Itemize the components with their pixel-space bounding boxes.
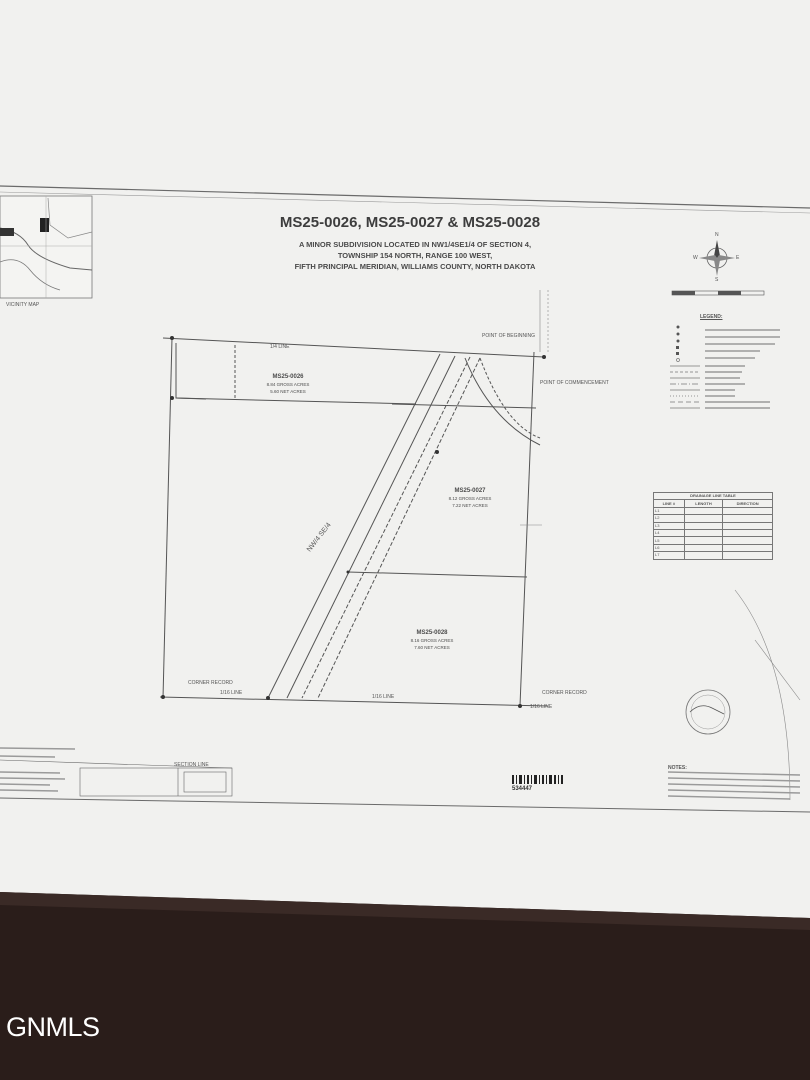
notes-heading: NOTES: — [668, 765, 687, 771]
parcel-boundaries — [159, 337, 549, 707]
table-cell — [683, 521, 724, 530]
table-cell: L4 — [653, 528, 685, 538]
lot-26-gross: 8.84 GROSS ACRES — [266, 382, 310, 387]
table-row: L7 — [653, 551, 773, 560]
table-row: L2 — [653, 514, 773, 523]
plat-subtitle-line-1: A MINOR SUBDIVISION LOCATED IN NW1/4SE1/… — [298, 240, 532, 249]
lot-28-gross: 8.16 GROSS ACRES — [410, 638, 454, 643]
corner-record-label-west: CORNER RECORD — [188, 680, 233, 686]
table-cell: L7 — [653, 551, 685, 560]
lot-28-label: MS25-0028 8.16 GROSS ACRES 7.60 NET ACRE… — [402, 630, 462, 651]
section-line-label: SECTION LINE — [174, 762, 209, 768]
north-arrow — [699, 240, 735, 276]
quarter-line-label: 1/4 LINE — [270, 344, 290, 350]
lot-27-name: MS25-0027 — [454, 488, 486, 494]
table-cell — [722, 514, 773, 523]
barcode — [512, 775, 563, 784]
table-row: L5 — [653, 536, 773, 545]
table-cell — [683, 543, 724, 553]
gnmls-watermark: GNMLS — [6, 1012, 100, 1042]
table-cell — [722, 536, 773, 545]
vicinity-map — [0, 195, 93, 299]
table-cell: L6 — [653, 543, 685, 553]
scale-bar — [671, 290, 765, 296]
table-surface — [0, 892, 810, 1080]
lot-27-label: MS25-0027 8.12 GROSS ACRES 7.22 NET ACRE… — [440, 488, 500, 509]
drainage-header-length: LENGTH — [683, 499, 724, 508]
point-of-beginning-label: POINT OF BEGINNING — [482, 333, 535, 339]
document-number: 534447 — [512, 786, 533, 792]
plat-subtitle-line-2: TOWNSHIP 154 NORTH, RANGE 100 WEST, — [337, 251, 493, 260]
lot-26-name: MS25-0026 — [272, 374, 304, 380]
sixteenth-line-label-east: 1/16 LINE — [530, 704, 553, 710]
table-row: L3 — [653, 521, 773, 530]
table-cell — [683, 536, 724, 545]
table-cell — [722, 551, 773, 560]
lot-26-net: 5.60 NET ACRES — [270, 389, 306, 394]
compass-north: N — [715, 232, 719, 238]
drainage-table-title: DRAINAGE LINE TABLE — [653, 491, 773, 501]
monument-markers — [161, 336, 546, 708]
paper-sheet — [0, 0, 810, 918]
table-edge — [0, 892, 810, 930]
sixteenth-line-label-west: 1/16 LINE — [220, 690, 243, 696]
plat-subtitle-line-3: FIFTH PRINCIPAL MERIDIAN, WILLIAMS COUNT… — [294, 262, 536, 271]
compass-south: S — [715, 277, 719, 283]
table-cell — [722, 543, 773, 553]
table-cell — [683, 528, 724, 538]
drainage-line-table: DRAINAGE LINE TABLE LINE # LENGTH DIRECT… — [653, 491, 773, 560]
vicinity-map-label: VICINITY MAP — [6, 302, 40, 308]
title-block — [0, 759, 233, 797]
table-cell: L3 — [653, 521, 685, 530]
legend-heading: LEGEND: — [700, 314, 723, 320]
table-row: L4 — [653, 528, 773, 538]
table-cell: L1 — [653, 506, 685, 516]
table-cell — [722, 528, 773, 538]
drawing-details — [520, 290, 801, 801]
table-cell — [722, 521, 773, 530]
sheet-border-top-inner — [0, 191, 810, 214]
table-row: L1 — [653, 506, 773, 516]
fine-print — [0, 329, 801, 800]
compass-east: E — [736, 255, 740, 261]
point-of-commencement-label: POINT OF COMMENCEMENT — [540, 380, 609, 386]
table-cell — [722, 506, 773, 516]
sheet-border-top — [0, 185, 810, 209]
compass-west: W — [693, 255, 698, 261]
lot-28-name: MS25-0028 — [416, 630, 448, 636]
table-row: L6 — [653, 543, 773, 553]
table-cell — [683, 506, 724, 516]
lot-26-label: MS25-0026 8.84 GROSS ACRES 5.60 NET ACRE… — [258, 374, 318, 395]
legend-symbols — [670, 325, 700, 409]
plat-title: MS25-0026, MS25-0027 & MS25-0028 — [279, 214, 541, 231]
corner-record-label-east: CORNER RECORD — [542, 690, 587, 696]
table-cell: L2 — [653, 514, 685, 523]
lot-28-net: 7.60 NET ACRES — [414, 645, 450, 650]
sheet-border-bottom — [0, 797, 810, 813]
table-cell: L5 — [653, 536, 685, 545]
lot-27-net: 7.22 NET ACRES — [452, 503, 488, 508]
drainage-header-line: LINE # — [653, 499, 685, 508]
table-cell — [683, 514, 724, 523]
table-cell — [683, 551, 724, 560]
lot-27-gross: 8.12 GROSS ACRES — [448, 496, 492, 501]
drainage-header-direction: DIRECTION — [722, 499, 773, 508]
sixteenth-line-label-middle: 1/16 LINE — [372, 694, 395, 700]
